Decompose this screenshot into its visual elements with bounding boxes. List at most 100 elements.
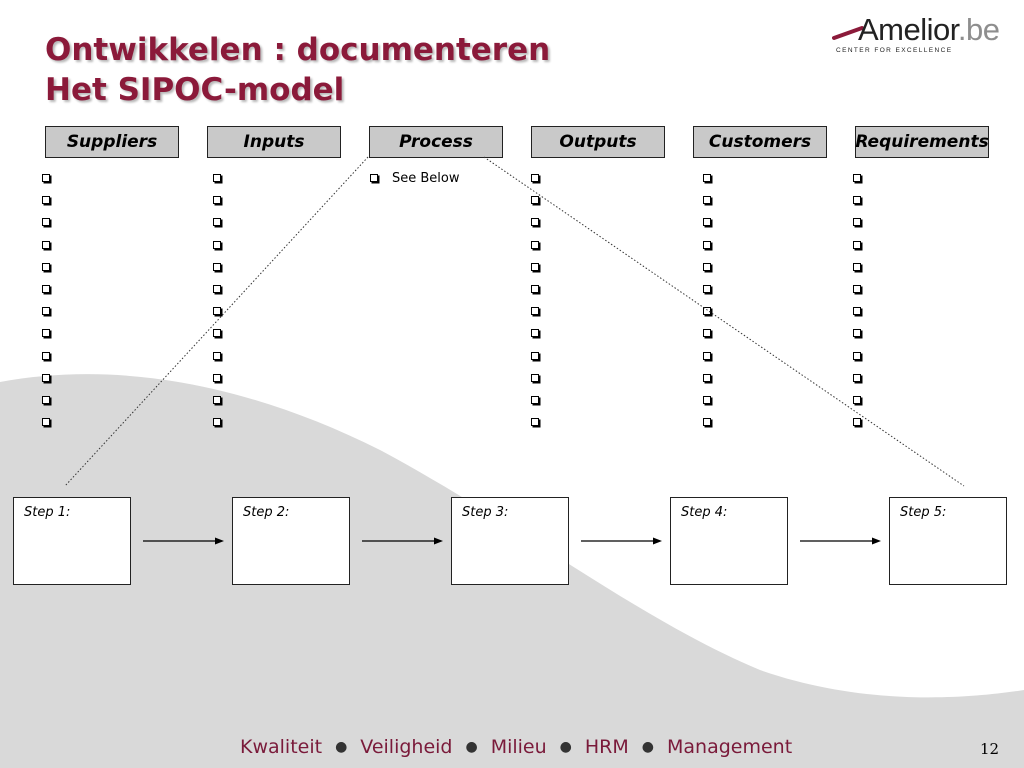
logo-wordmark: Amelior.be xyxy=(858,12,1000,47)
checkbox-bullet-icon xyxy=(213,218,221,227)
checkbox-bullet-icon xyxy=(531,196,539,205)
checkbox-bullet-icon xyxy=(213,351,221,360)
header-outputs: Outputs xyxy=(531,126,665,158)
list-item xyxy=(703,367,725,389)
checkbox-bullet-icon xyxy=(531,329,539,338)
inputs-list xyxy=(213,167,235,433)
list-item xyxy=(853,189,875,211)
list-item xyxy=(853,234,875,256)
list-item xyxy=(213,389,235,411)
footer-item: Veiligheid xyxy=(360,736,453,758)
checkbox-bullet-icon xyxy=(703,196,711,205)
footer-item: Milieu xyxy=(490,736,547,758)
list-item xyxy=(42,300,64,322)
checkbox-bullet-icon xyxy=(213,329,221,338)
customers-list xyxy=(703,167,725,433)
footer-item: Management xyxy=(667,736,793,758)
list-item xyxy=(703,300,725,322)
list-item xyxy=(213,345,235,367)
list-item xyxy=(213,211,235,233)
checkbox-bullet-icon xyxy=(42,351,50,360)
checkbox-bullet-icon xyxy=(703,373,711,382)
list-item xyxy=(853,211,875,233)
list-item xyxy=(42,322,64,344)
checkbox-bullet-icon xyxy=(853,329,861,338)
header-process: Process xyxy=(369,126,503,158)
checkbox-bullet-icon xyxy=(853,218,861,227)
checkbox-bullet-icon xyxy=(531,285,539,294)
list-item xyxy=(213,278,235,300)
step-label: Step 3: xyxy=(462,505,509,520)
process-item-text: See Below xyxy=(392,170,460,186)
footer-tagline: Kwaliteit ● Veiligheid ● Milieu ● HRM ● … xyxy=(240,736,792,758)
checkbox-bullet-icon xyxy=(703,351,711,360)
list-item xyxy=(703,167,725,189)
checkbox-bullet-icon xyxy=(213,262,221,271)
list-item xyxy=(853,278,875,300)
checkbox-bullet-icon xyxy=(42,329,50,338)
list-item xyxy=(531,211,553,233)
checkbox-bullet-icon xyxy=(370,174,378,183)
checkbox-bullet-icon xyxy=(703,262,711,271)
checkbox-bullet-icon xyxy=(42,218,50,227)
list-item xyxy=(703,234,725,256)
step-box-2: Step 2: xyxy=(232,497,350,585)
list-item xyxy=(42,389,64,411)
list-item xyxy=(531,322,553,344)
checkbox-bullet-icon xyxy=(531,373,539,382)
checkbox-bullet-icon xyxy=(42,418,50,427)
checkbox-bullet-icon xyxy=(703,307,711,316)
checkbox-bullet-icon xyxy=(213,395,221,404)
logo-mark-icon xyxy=(832,26,864,40)
checkbox-bullet-icon xyxy=(531,218,539,227)
list-item xyxy=(42,278,64,300)
amelior-logo: Amelior.be CENTER FOR EXCELLENCE xyxy=(832,8,1012,58)
checkbox-bullet-icon xyxy=(213,285,221,294)
checkbox-bullet-icon xyxy=(42,395,50,404)
list-item xyxy=(853,256,875,278)
checkbox-bullet-icon xyxy=(42,240,50,249)
list-item xyxy=(703,256,725,278)
checkbox-bullet-icon xyxy=(531,307,539,316)
checkbox-bullet-icon xyxy=(853,285,861,294)
step-label: Step 4: xyxy=(681,505,728,520)
title-line-2: Het SIPOC-model xyxy=(45,72,345,108)
suppliers-list xyxy=(42,167,64,433)
checkbox-bullet-icon xyxy=(531,395,539,404)
checkbox-bullet-icon xyxy=(531,174,539,183)
checkbox-bullet-icon xyxy=(42,262,50,271)
list-item xyxy=(531,278,553,300)
page-title: Ontwikkelen : documenteren Het SIPOC-mod… xyxy=(45,30,550,110)
list-item xyxy=(853,411,875,433)
checkbox-bullet-icon xyxy=(853,240,861,249)
step-label: Step 2: xyxy=(243,505,290,520)
checkbox-bullet-icon xyxy=(853,351,861,360)
step-box-1: Step 1: xyxy=(13,497,131,585)
checkbox-bullet-icon xyxy=(213,307,221,316)
checkbox-bullet-icon xyxy=(213,240,221,249)
list-item xyxy=(853,367,875,389)
checkbox-bullet-icon xyxy=(531,262,539,271)
step-label: Step 1: xyxy=(24,505,71,520)
list-item xyxy=(703,389,725,411)
footer-item: HRM xyxy=(584,736,629,758)
process-list: See Below xyxy=(370,167,460,189)
list-item xyxy=(213,256,235,278)
checkbox-bullet-icon xyxy=(531,240,539,249)
list-item xyxy=(531,389,553,411)
list-item xyxy=(853,322,875,344)
checkbox-bullet-icon xyxy=(853,262,861,271)
list-item xyxy=(42,411,64,433)
checkbox-bullet-icon xyxy=(42,307,50,316)
checkbox-bullet-icon xyxy=(213,196,221,205)
list-item xyxy=(42,345,64,367)
list-item xyxy=(42,256,64,278)
requirements-list xyxy=(853,167,875,433)
checkbox-bullet-icon xyxy=(853,307,861,316)
header-suppliers: Suppliers xyxy=(45,126,179,158)
checkbox-bullet-icon xyxy=(42,196,50,205)
list-item xyxy=(531,256,553,278)
list-item xyxy=(42,167,64,189)
footer-item: Kwaliteit xyxy=(240,736,323,758)
checkbox-bullet-icon xyxy=(703,240,711,249)
